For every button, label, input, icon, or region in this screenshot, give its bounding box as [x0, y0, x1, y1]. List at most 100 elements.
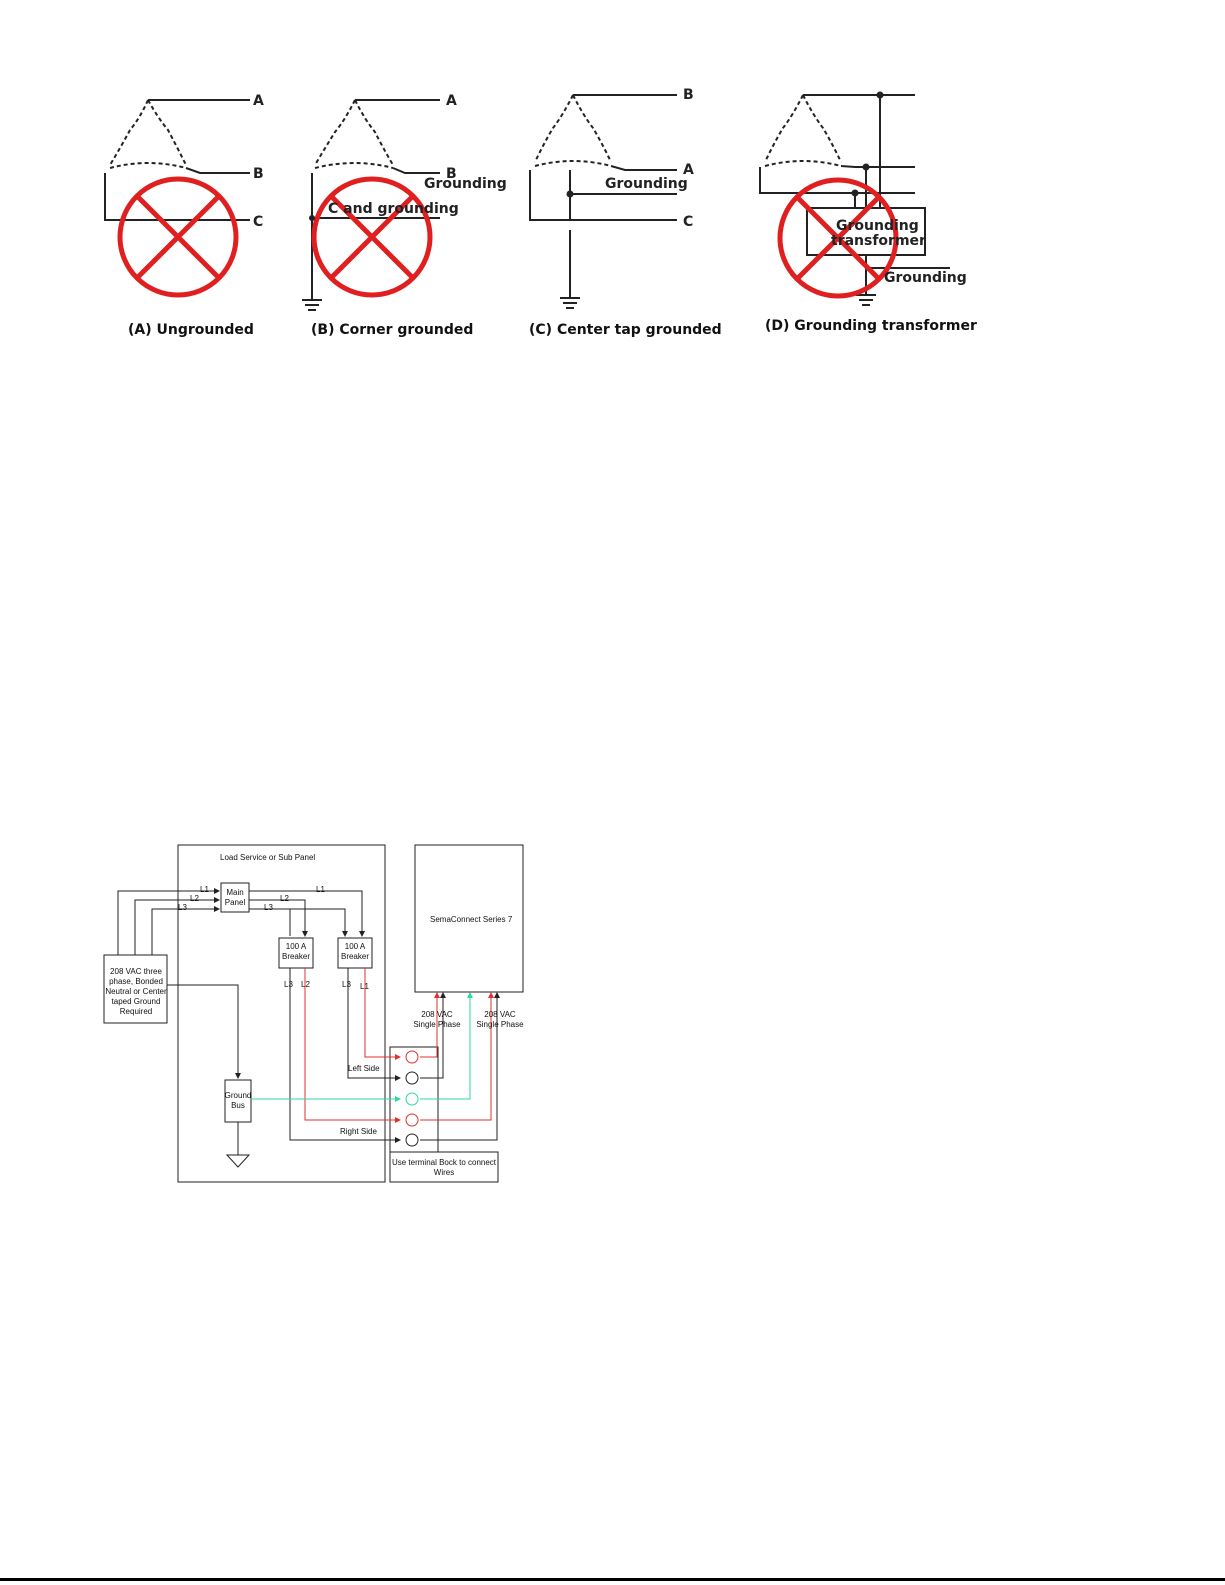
feed-left-hot2 — [420, 992, 446, 1079]
line-c — [529, 170, 677, 221]
no-cross — [330, 195, 414, 279]
coil-right — [572, 94, 612, 163]
coil-left — [109, 99, 149, 166]
line-b — [392, 167, 440, 174]
terminal-3 — [405, 1092, 419, 1106]
caption-d: (D) Grounding transformer — [765, 318, 977, 334]
line-a — [610, 165, 677, 171]
feed-right-hot2 — [420, 992, 500, 1141]
wire-label-l1a: L1 — [200, 885, 209, 894]
breaker-right-1: 100 A — [345, 942, 366, 951]
label-a1: A — [253, 93, 264, 109]
wire-label-l2c: L2 — [301, 980, 310, 989]
line-b — [185, 167, 250, 174]
gt-label-1: Grounding — [836, 218, 919, 234]
feed-right-2: Single Phase — [476, 1020, 524, 1029]
junction — [309, 215, 315, 221]
wire-label-l3a: L3 — [178, 903, 187, 912]
coil-right — [802, 94, 842, 163]
label-b1: A — [446, 93, 457, 109]
source-2: phase, Bonded — [109, 977, 163, 986]
breaker-left-box — [278, 937, 314, 969]
wire-label-l2b: L2 — [280, 894, 289, 903]
label-d-grounding: Grounding — [884, 270, 967, 286]
wire-right-l2 — [304, 968, 401, 1123]
terminal-4 — [405, 1113, 419, 1127]
wire-l2 — [134, 897, 220, 955]
caption-c: (C) Center tap grounded — [529, 322, 722, 338]
label-a3: C — [253, 214, 263, 230]
feed-left-1: 208 VAC — [421, 1010, 453, 1019]
label-b-c: C and grounding — [328, 201, 459, 217]
line-3 — [759, 167, 915, 194]
label-c2: A — [683, 162, 694, 178]
line-c — [104, 173, 250, 221]
wire-left-l1 — [364, 968, 401, 1060]
junction — [862, 163, 870, 171]
wire-label-l1c: L1 — [360, 982, 369, 991]
ground-bus-2: Bus — [231, 1101, 245, 1110]
coil-bottom — [764, 160, 842, 167]
ground-symbol — [560, 297, 580, 309]
feed-ground — [420, 992, 473, 1100]
main-panel-2: Panel — [225, 898, 246, 907]
main-panel-1: Main — [226, 888, 243, 897]
source-3: Neutral or Center — [105, 987, 167, 996]
wire-main-l1 — [249, 890, 365, 937]
panel-title: Load Service or Sub Panel — [220, 853, 315, 862]
gt-label-2: transformer — [831, 233, 926, 249]
ground-bus-1: Ground — [225, 1091, 252, 1100]
wire-main-l3 — [249, 908, 345, 936]
no-cross — [796, 196, 880, 280]
no-circle — [117, 176, 239, 298]
coil-bottom — [534, 160, 612, 167]
terminal-note-2: Wires — [434, 1168, 454, 1177]
feed-right-1: 208 VAC — [484, 1010, 516, 1019]
no-circle — [777, 177, 899, 299]
label-c1: B — [683, 87, 694, 103]
wire-label-l3d: L3 — [342, 980, 351, 989]
terminal-note-box — [389, 1151, 499, 1183]
wire-l1 — [117, 888, 220, 955]
left-side-label: Left Side — [348, 1064, 380, 1073]
wire-left-l3 — [347, 968, 401, 1081]
no-circle — [311, 176, 433, 298]
coil-right — [354, 99, 394, 166]
label-c3: C — [683, 214, 693, 230]
source-box — [103, 954, 168, 1024]
breaker-right-2: Breaker — [341, 952, 369, 961]
junction — [566, 190, 574, 198]
coil-right — [147, 99, 187, 166]
coil-bottom — [314, 162, 394, 169]
wire-ground-bus — [167, 984, 241, 1079]
transformer-c — [529, 94, 677, 309]
main-panel-box — [220, 882, 250, 913]
terminal-5 — [405, 1133, 419, 1147]
breaker-left-2: Breaker — [282, 952, 310, 961]
wire-label-l3c: L3 — [284, 980, 293, 989]
transformer-b — [302, 99, 440, 311]
bottom-rule — [0, 1578, 1225, 1581]
label-b2: B — [446, 166, 457, 182]
breaker-left-1: 100 A — [286, 942, 307, 951]
label-a2: B — [253, 166, 264, 182]
junction — [876, 91, 884, 99]
caption-a: (A) Ungrounded — [128, 322, 254, 338]
source-5: Required — [120, 1007, 152, 1016]
no-cross — [136, 195, 220, 279]
feed-left-2: Single Phase — [413, 1020, 461, 1029]
label-c-grounding: Grounding — [605, 176, 688, 192]
terminal-2 — [405, 1071, 419, 1085]
wire-label-l3b: L3 — [264, 903, 273, 912]
wire-label-l2a: L2 — [190, 894, 199, 903]
wire-right-l3 — [289, 968, 401, 1143]
coil-left — [534, 94, 574, 163]
transformer-d — [759, 94, 950, 306]
source-1: 208 VAC three — [110, 967, 162, 976]
ground-symbol — [856, 294, 876, 306]
wiring-diagram — [103, 844, 524, 1183]
wire-label-l1b: L1 — [316, 885, 325, 894]
coil-left — [764, 94, 804, 163]
junction — [851, 189, 859, 197]
